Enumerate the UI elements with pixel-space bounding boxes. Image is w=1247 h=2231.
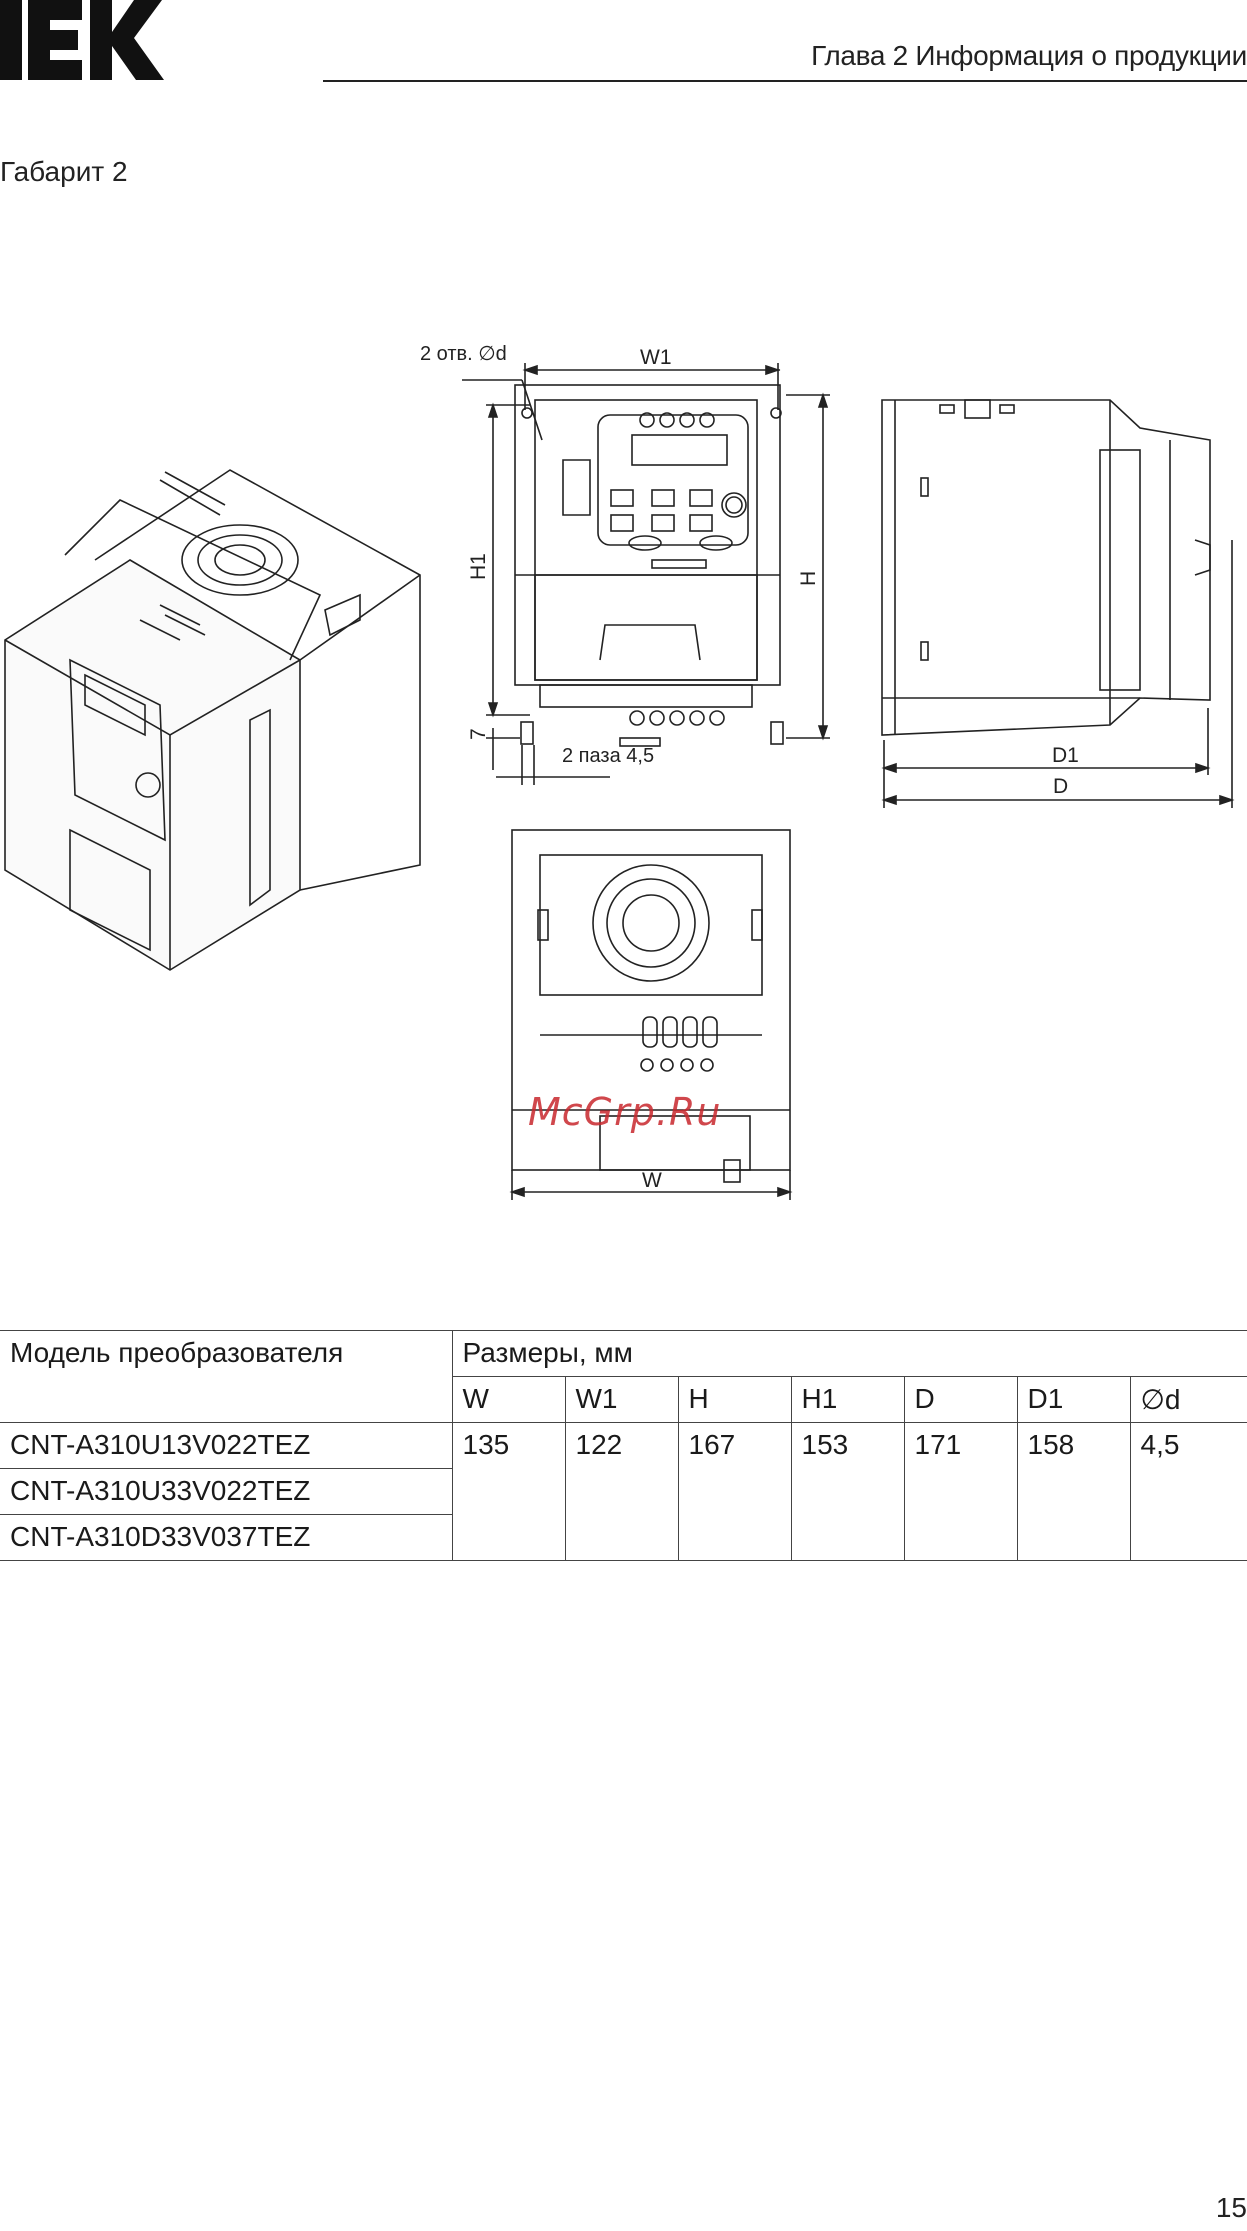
header-dimensions: Размеры, мм	[452, 1331, 1247, 1377]
value-h1: 153	[791, 1423, 904, 1561]
label-d: D	[1053, 775, 1068, 798]
table-header-row: Модель преобразователя Размеры, мм	[0, 1331, 1247, 1377]
subheader-h: H	[678, 1377, 791, 1423]
model-cell: CNT-A310D33V037TEZ	[0, 1515, 452, 1561]
value-h: 167	[678, 1423, 791, 1561]
value-diameter: 4,5	[1130, 1423, 1247, 1561]
table-row: CNT-A310U13V022TEZ 135 122 167 153 171 1…	[0, 1423, 1247, 1469]
label-holes: 2 отв. ∅d	[420, 343, 507, 365]
bottom-view	[512, 830, 790, 1200]
value-d: 171	[904, 1423, 1017, 1561]
subheader-h1: H1	[791, 1377, 904, 1423]
model-cell: CNT-A310U13V022TEZ	[0, 1423, 452, 1469]
value-w1: 122	[565, 1423, 678, 1561]
label-7: 7	[467, 728, 490, 740]
subheader-w1: W1	[565, 1377, 678, 1423]
watermark-text: McGrp.Ru	[528, 1090, 721, 1134]
subheader-diameter: ∅d	[1130, 1377, 1247, 1423]
label-h1: H1	[467, 553, 490, 580]
label-w: W	[642, 1169, 662, 1192]
label-d1: D1	[1052, 744, 1079, 767]
subheader-d: D	[904, 1377, 1017, 1423]
header-divider	[323, 80, 1247, 82]
header-model: Модель преобразователя	[0, 1331, 452, 1423]
isometric-view	[5, 470, 420, 970]
subheader-d1: D1	[1017, 1377, 1130, 1423]
model-cell: CNT-A310U33V022TEZ	[0, 1469, 452, 1515]
chapter-title: Глава 2 Информация о продукции	[811, 40, 1247, 72]
dimensions-table: Модель преобразователя Размеры, мм W W1 …	[0, 1330, 1247, 1561]
subheader-w: W	[452, 1377, 565, 1423]
section-title: Габарит 2	[0, 156, 128, 188]
label-w1: W1	[640, 346, 672, 369]
dimension-drawing: 2 отв. ∅d W1 H1 H 7 2 паза 4,5 D1 D W	[0, 330, 1247, 1210]
label-h: H	[797, 571, 820, 586]
iek-logo	[0, 0, 165, 82]
label-slots: 2 паза 4,5	[562, 745, 654, 767]
page-number: 15	[1216, 2192, 1247, 2224]
value-w: 135	[452, 1423, 565, 1561]
front-view	[462, 363, 830, 785]
value-d1: 158	[1017, 1423, 1130, 1561]
